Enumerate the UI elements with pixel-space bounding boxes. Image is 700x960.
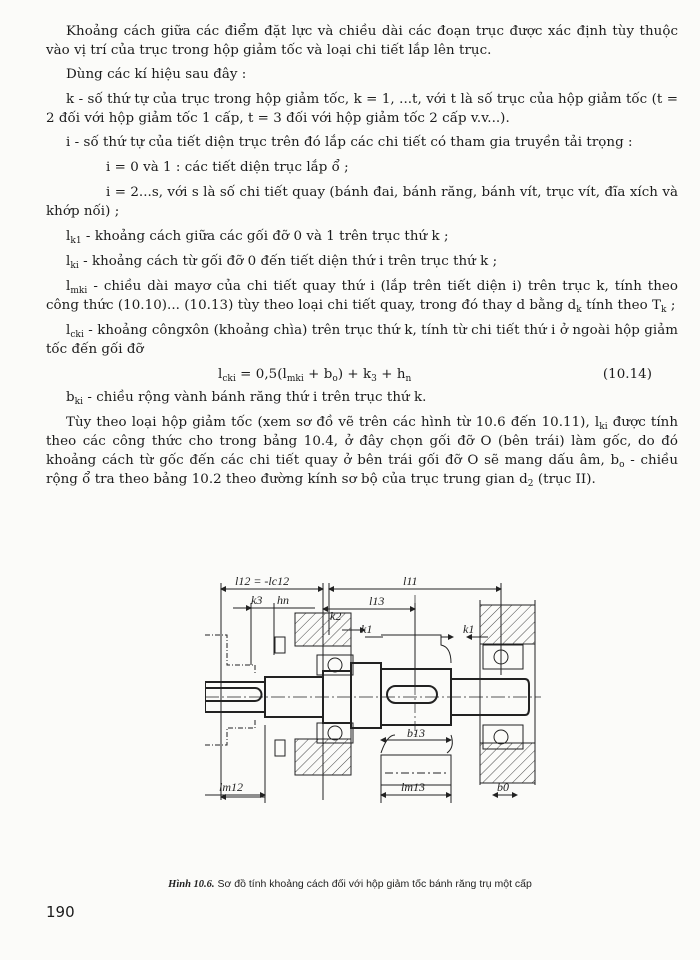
paragraph-lk1: lk1 - khoảng cách giữa các gối đỡ 0 và 1…: [46, 227, 678, 246]
shaft-drawing: l12 = -lc12 l11 k3 hn l13 k2 k1 k1 b13 l…: [204, 574, 541, 803]
formula-part: + h: [376, 367, 406, 382]
paragraph-lki: lki - khoảng cách từ gối đỡ 0 đến tiết d…: [46, 252, 678, 271]
formula-10-14: lcki = 0,5(lmki + bo) + k3 + hn: [218, 365, 411, 384]
subscript: k1: [70, 236, 82, 246]
paragraph-i-definition: i - số thứ tự của tiết diện trục trên đó…: [66, 135, 633, 150]
paragraph-text: được tính theo các công thức cho trong b…: [46, 415, 679, 468]
page-number: 190: [46, 903, 75, 921]
caption-label: Hình 10.6.: [168, 879, 215, 890]
figure-caption: Hình 10.6. Sơ đồ tính khoảng cách đối vớ…: [0, 878, 700, 890]
paragraph-intro: Khoảng cách giữa các điểm đặt lực và chi…: [46, 24, 678, 58]
subscript: mki: [70, 286, 88, 296]
paragraph-i-bearings: i = 0 và 1 : các tiết diện trục lắp ổ ;: [106, 160, 349, 175]
paragraph-symbols-heading: Dùng các kí hiệu sau đây :: [66, 67, 247, 82]
caption-text: Sơ đồ tính khoảng cách đối với hộp giảm …: [214, 878, 532, 890]
subscript: o: [619, 460, 625, 470]
label-lm12: lm12: [219, 780, 243, 794]
paragraph-text: - chiều rộng ổ tra theo bảng 10.2 theo đ…: [46, 453, 679, 487]
subscript: n: [405, 374, 412, 384]
symbol-l: l: [66, 323, 71, 338]
definition-text: - khoảng cách giữa các gối đỡ 0 và 1 trê…: [81, 229, 449, 244]
subscript: 3: [371, 374, 377, 384]
paragraph-text: Tùy theo loại hộp giảm tốc (xem sơ đồ vẽ…: [66, 415, 600, 430]
definition-text: tính theo T: [581, 298, 662, 313]
label-k2: k2: [330, 609, 341, 623]
subscript: cki: [222, 374, 236, 384]
formula-part: + b: [303, 367, 333, 382]
definition-text: - chiều dài mayơ của chi tiết quay thứ i…: [46, 279, 678, 313]
subscript: 2: [527, 479, 534, 489]
subscript: k: [576, 305, 582, 315]
subscript: k: [661, 305, 667, 315]
label-b0: b0: [497, 780, 509, 794]
paragraph-lmki: lmki - chiều dài mayơ của chi tiết quay …: [46, 277, 678, 315]
label-k1-right: k1: [463, 622, 474, 636]
body-text: Khoảng cách giữa các điểm đặt lực và chi…: [46, 22, 678, 489]
subscript: o: [332, 374, 338, 384]
label-k1-left: k1: [361, 622, 372, 636]
subscript: ki: [74, 397, 84, 407]
formula-part: = 0,5(l: [235, 367, 287, 382]
label-lm13: lm13: [401, 780, 425, 794]
symbol-l: l: [66, 279, 71, 294]
label-l12: l12 = -lc12: [235, 575, 289, 588]
subscript: ki: [70, 261, 79, 271]
label-hn: hn: [277, 593, 289, 607]
formula-row: lcki = 0,5(lmki + bo) + k3 + hn (10.14): [46, 359, 678, 388]
paragraph-bki: bki - chiều rộng vành bánh răng thứ i tr…: [46, 388, 678, 407]
definition-text: - khoảng côngxôn (khoảng chìa) trên trục…: [46, 323, 678, 357]
label-l13: l13: [369, 594, 384, 608]
subscript: cki: [70, 330, 84, 340]
formula-part: ) + k: [337, 367, 372, 382]
symbol-b: b: [66, 390, 75, 405]
symbol-l: l: [66, 229, 71, 244]
paragraph-text: (trục II).: [533, 472, 596, 487]
definition-text: ;: [666, 298, 676, 313]
subscript: ki: [599, 422, 608, 432]
definition-text: - khoảng cách từ gối đỡ 0 đến tiết diện …: [78, 254, 498, 269]
label-b13: b13: [407, 726, 425, 740]
paragraph-lcki: lcki - khoảng côngxôn (khoảng chìa) trên…: [46, 321, 678, 359]
formula-lhs: l: [218, 367, 223, 382]
paragraph-gearbox-types: Tùy theo loại hộp giảm tốc (xem sơ đồ vẽ…: [46, 413, 678, 489]
definition-text: - chiều rộng vành bánh răng thứ i trên t…: [83, 390, 427, 405]
paragraph-k-definition: k - số thứ tự của trục trong hộp giảm tố…: [46, 92, 678, 126]
equation-number: (10.14): [602, 367, 652, 382]
symbol-l: l: [66, 254, 71, 269]
figure-shaft-diagram: l12 = -lc12 l11 k3 hn l13 k2 k1 k1 b13 l…: [204, 574, 575, 840]
label-l11: l11: [403, 575, 417, 588]
subscript: mki: [286, 374, 304, 384]
paragraph-i-rotating-parts: i = 2...s, với s là số chi tiết quay (bá…: [46, 185, 678, 219]
label-k3: k3: [251, 593, 262, 607]
